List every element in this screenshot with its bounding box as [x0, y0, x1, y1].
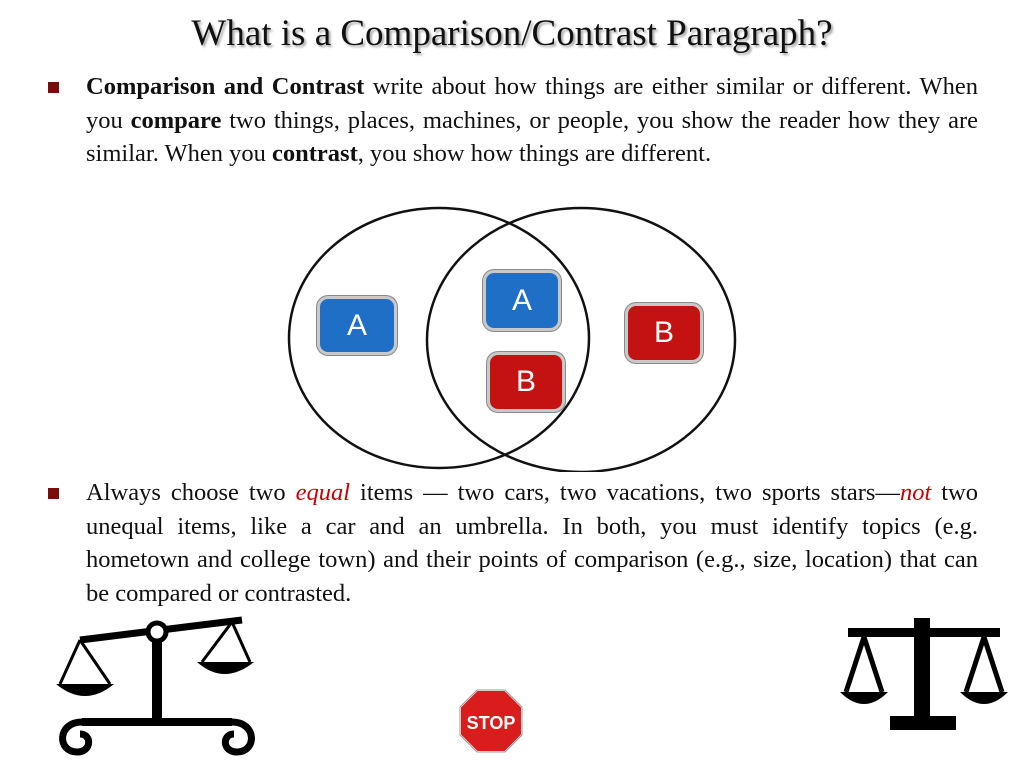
square-bullet-icon	[48, 82, 59, 93]
balance-scale-icon	[56, 616, 255, 756]
stop-sign-text: STOP	[467, 713, 516, 733]
bullet-text: Comparison and Contrast write about how …	[86, 70, 978, 171]
bullet-equal-items: Always choose two equal items — two cars…	[48, 476, 978, 610]
venn-box-b-right: B	[628, 306, 700, 360]
term-contrast: contrast	[272, 140, 358, 167]
venn-diagram	[287, 206, 737, 472]
venn-circle-left	[287, 206, 591, 470]
text-run: two unequal items, like a car and an umb…	[86, 479, 978, 607]
page-title: What is a Comparison/Contrast Paragraph?	[191, 13, 833, 54]
venn-box-b-overlap: B	[490, 355, 562, 409]
text-run: , you show how things are different.	[357, 140, 712, 167]
text-run: two things, places, machines, or people,…	[86, 106, 979, 168]
bullet-text: Always choose two equal items — two cars…	[86, 476, 978, 610]
venn-circle-right	[425, 206, 737, 472]
square-bullet-icon	[48, 488, 59, 499]
text-run: items — two cars, two vacations, two spo…	[350, 479, 900, 506]
bullet-comparison-definition: Comparison and Contrast write about how …	[48, 70, 978, 171]
emphasis-equal: equal	[295, 479, 351, 506]
scales-of-justice-icon	[840, 618, 1008, 730]
text-run: write about how things are either simila…	[86, 73, 978, 134]
term-comparison-contrast: Comparison and Contrast	[86, 73, 365, 100]
venn-box-a-overlap: A	[486, 273, 558, 328]
venn-box-a-left: A	[320, 299, 394, 352]
term-compare: compare	[130, 106, 222, 134]
emphasis-not: not	[899, 479, 932, 506]
text-run: Always choose two	[86, 479, 296, 506]
stop-sign-icon: STOP	[459, 689, 523, 753]
